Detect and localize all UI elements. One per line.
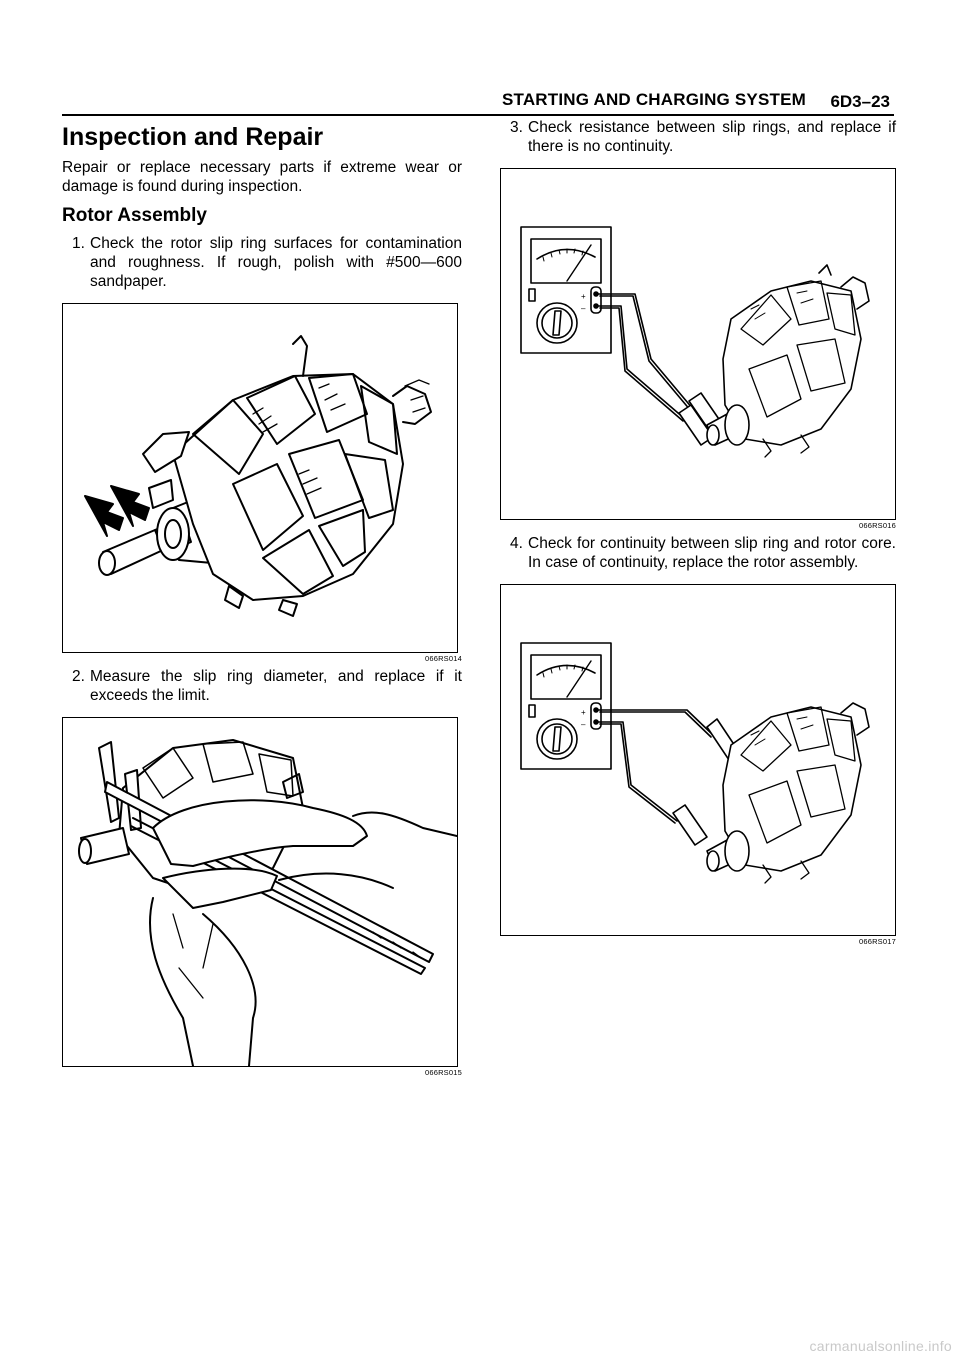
figure-ohmmeter-slip-rings: + – — [500, 168, 896, 520]
page-header: STARTING AND CHARGING SYSTEM 6D3–23 — [62, 88, 894, 116]
step-number: 4. — [510, 535, 523, 552]
ohmmeter-rotor-core-icon: + – — [520, 642, 870, 884]
right-column: 3. Check resistance between slip rings, … — [500, 119, 896, 946]
rotor-assembly-icon — [84, 335, 432, 617]
meter-plus-label: + — [581, 708, 586, 717]
step-text: Check resistance between slip rings, and… — [528, 119, 896, 155]
step-number: 3. — [510, 119, 523, 136]
meter-plus-label: + — [581, 292, 586, 301]
page-number: 6D3–23 — [830, 92, 890, 111]
figure-ohmmeter-rotor-core: + – — [500, 584, 896, 936]
ohmmeter-slip-rings-icon: + – — [520, 226, 870, 458]
figure-id: 066RS017 — [858, 937, 896, 946]
figure-id: 066RS015 — [424, 1068, 462, 1077]
step-text: Measure the slip ring diameter, and repl… — [90, 668, 462, 704]
watermark: carmanualsonline.info — [809, 1338, 952, 1354]
figure-caliper-measurement — [62, 717, 458, 1067]
figure-id: 066RS016 — [858, 521, 896, 530]
subheading: Rotor Assembly — [62, 205, 207, 226]
step-4: 4. Check for continuity between slip rin… — [500, 534, 896, 572]
caliper-measurement-icon — [78, 739, 457, 1066]
section-title: STARTING AND CHARGING SYSTEM — [501, 90, 806, 109]
left-column: Inspection and Repair Repair or replace … — [62, 122, 462, 1077]
step-text: Check the rotor slip ring surfaces for c… — [90, 235, 462, 290]
header-rule — [62, 114, 894, 116]
step-2: 2. Measure the slip ring diameter, and r… — [62, 667, 462, 705]
step-number: 2. — [72, 668, 85, 685]
figure-rotor-assembly — [62, 303, 458, 653]
page-title: Inspection and Repair — [62, 123, 324, 151]
figure-id: 066RS014 — [424, 654, 462, 663]
step-1: 1. Check the rotor slip ring surfaces fo… — [62, 234, 462, 291]
step-text: Check for continuity between slip ring a… — [528, 535, 896, 571]
step-3: 3. Check resistance between slip rings, … — [500, 118, 896, 156]
step-number: 1. — [72, 235, 85, 252]
intro-paragraph: Repair or replace necessary parts if ext… — [62, 159, 462, 195]
meter-minus-label: – — [581, 720, 586, 729]
meter-minus-label: – — [581, 304, 586, 313]
